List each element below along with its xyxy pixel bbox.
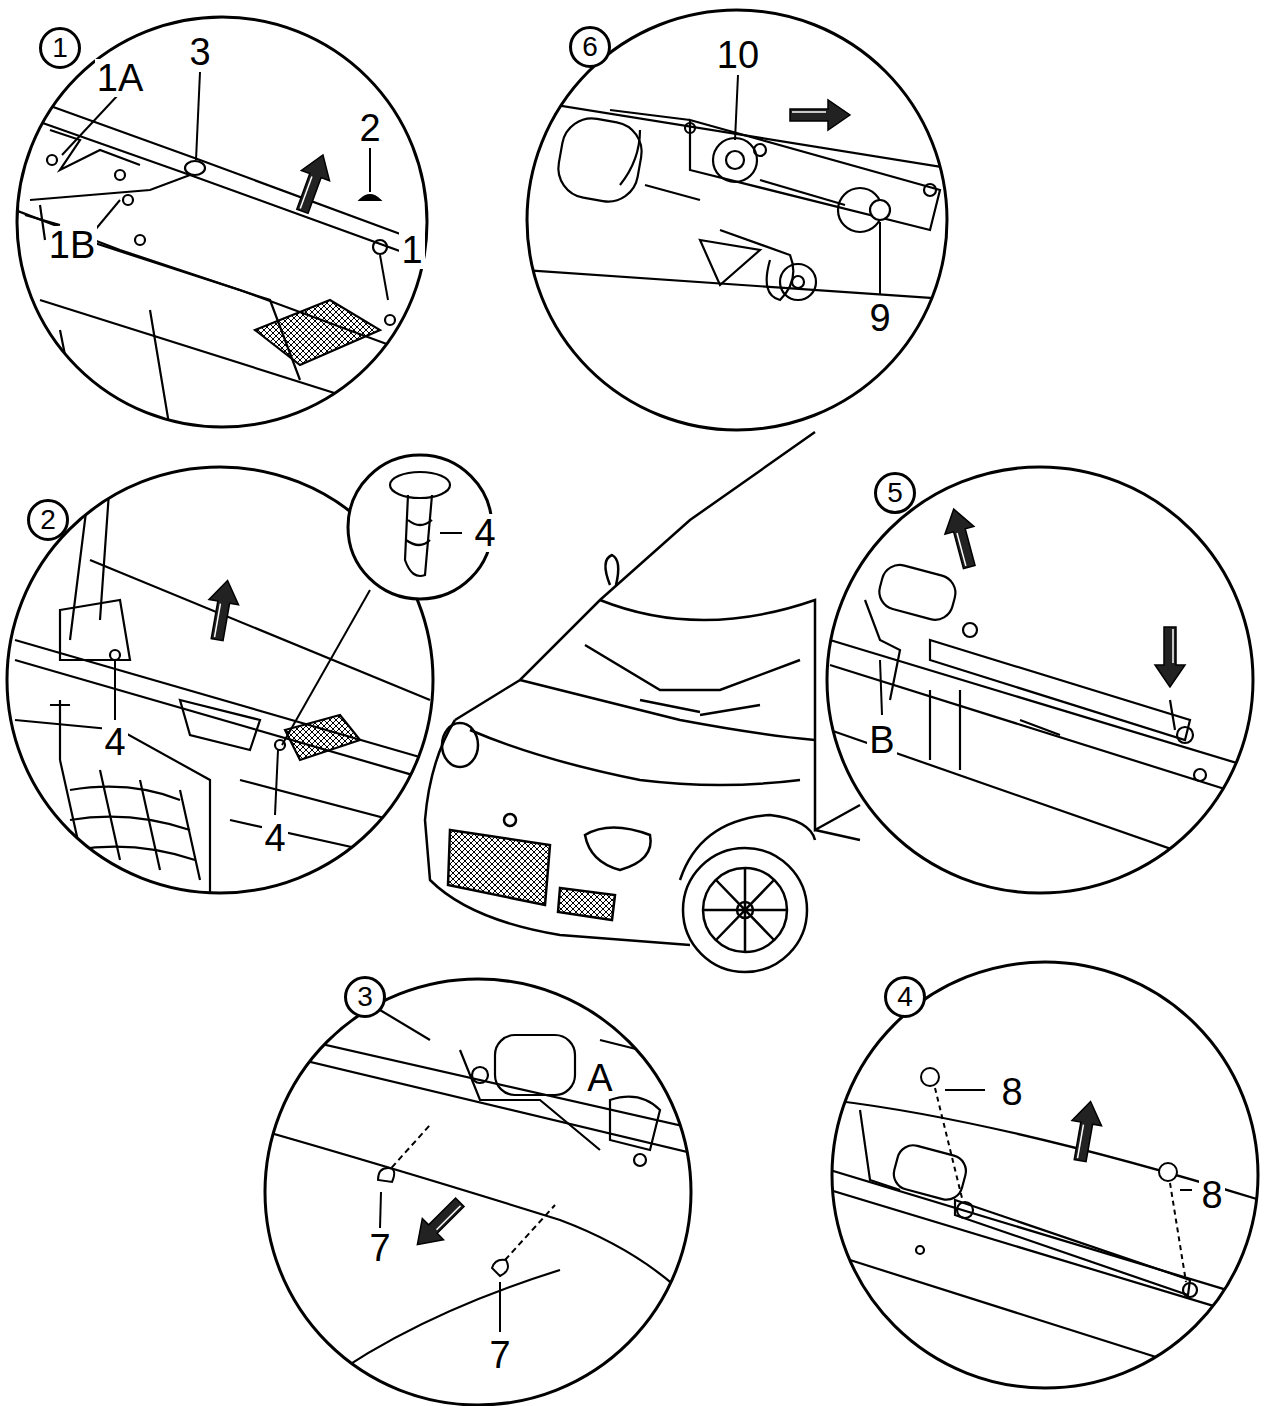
callout-number: 9 [867,299,892,337]
callout-number: 4 [102,723,127,761]
callout-number: 2 [357,109,382,147]
step-badge: 4 [884,976,926,1018]
callout-number: 1 [399,231,424,269]
callout-number: A [585,1059,614,1097]
step-number: 5 [887,479,903,507]
step-number: 6 [582,33,598,61]
step-number: 4 [897,983,913,1011]
step-number: 3 [357,983,373,1011]
callout-number: 8 [999,1073,1024,1111]
callout-number: 8 [1199,1176,1224,1214]
step-badge: 1 [39,27,81,69]
step-badge: 2 [27,499,69,541]
callout-number: 4 [472,514,497,552]
step-number: 2 [40,506,56,534]
step-badge: 6 [569,26,611,68]
callout-number: 10 [715,36,761,74]
step-number: 1 [52,34,68,62]
callout-number: 4 [262,819,287,857]
callout-number: 7 [487,1336,512,1374]
callout-number: 3 [187,33,212,71]
step-badge: 5 [874,472,916,514]
callout-number: B [867,721,896,759]
callout-number: 7 [367,1229,392,1267]
callout-number: 1B [47,226,97,264]
step-badge: 3 [344,976,386,1018]
callout-number: 1A [95,59,145,97]
